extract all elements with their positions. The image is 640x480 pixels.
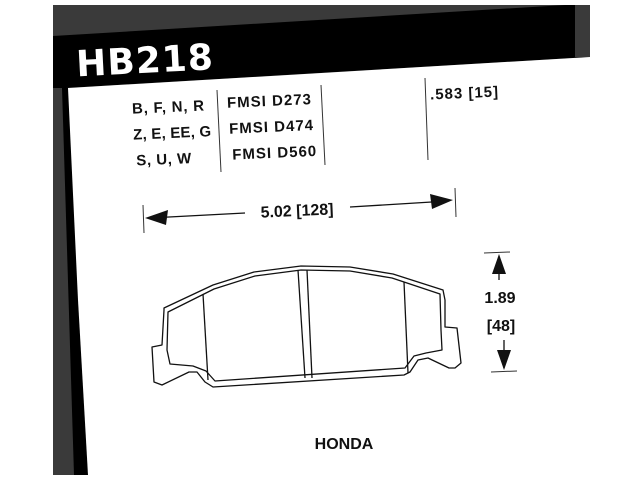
left-border: [62, 88, 88, 475]
pad-slot: [297, 269, 306, 379]
height-mm: [48]: [487, 318, 515, 335]
pad-slot: [306, 269, 313, 379]
compound-list: B, F, N, R Z, E, EE, G S, U, W: [132, 97, 212, 169]
fmsi-line: FMSI D474: [229, 117, 314, 138]
dimension-tick: [483, 251, 511, 254]
divider: [424, 77, 429, 161]
dimension-tick: [490, 370, 518, 373]
compound-line: B, F, N, R: [132, 97, 205, 117]
divider: [320, 84, 326, 166]
dimension-tick: [454, 187, 457, 218]
thickness-dimension: .583 [15]: [430, 84, 499, 104]
pad-backing-plate: [151, 265, 462, 388]
arrow-up-icon: [492, 254, 506, 274]
brake-pad-drawing: [151, 265, 462, 388]
compound-line: S, U, W: [136, 150, 193, 169]
arrow-left-icon: [145, 210, 168, 225]
width-dimension: 5.02 [128]: [260, 201, 334, 221]
height-inches: 1.89: [484, 290, 515, 307]
arrow-down-icon: [497, 350, 511, 370]
pad-divider: [403, 281, 409, 374]
compound-line: Z, E, EE, G: [133, 123, 212, 143]
pad-friction-outline: [166, 269, 443, 382]
pad-divider: [202, 293, 209, 381]
part-number: HB218: [75, 37, 215, 85]
fmsi-list: FMSI D273 FMSI D474 FMSI D560: [227, 91, 317, 164]
header-band: [53, 5, 590, 88]
arrow-right-icon: [430, 194, 453, 209]
dimension-tick: [142, 204, 145, 234]
divider: [216, 89, 222, 173]
application-label: HONDA: [315, 436, 374, 453]
fmsi-line: FMSI D560: [232, 143, 317, 164]
fmsi-line: FMSI D273: [227, 91, 312, 112]
